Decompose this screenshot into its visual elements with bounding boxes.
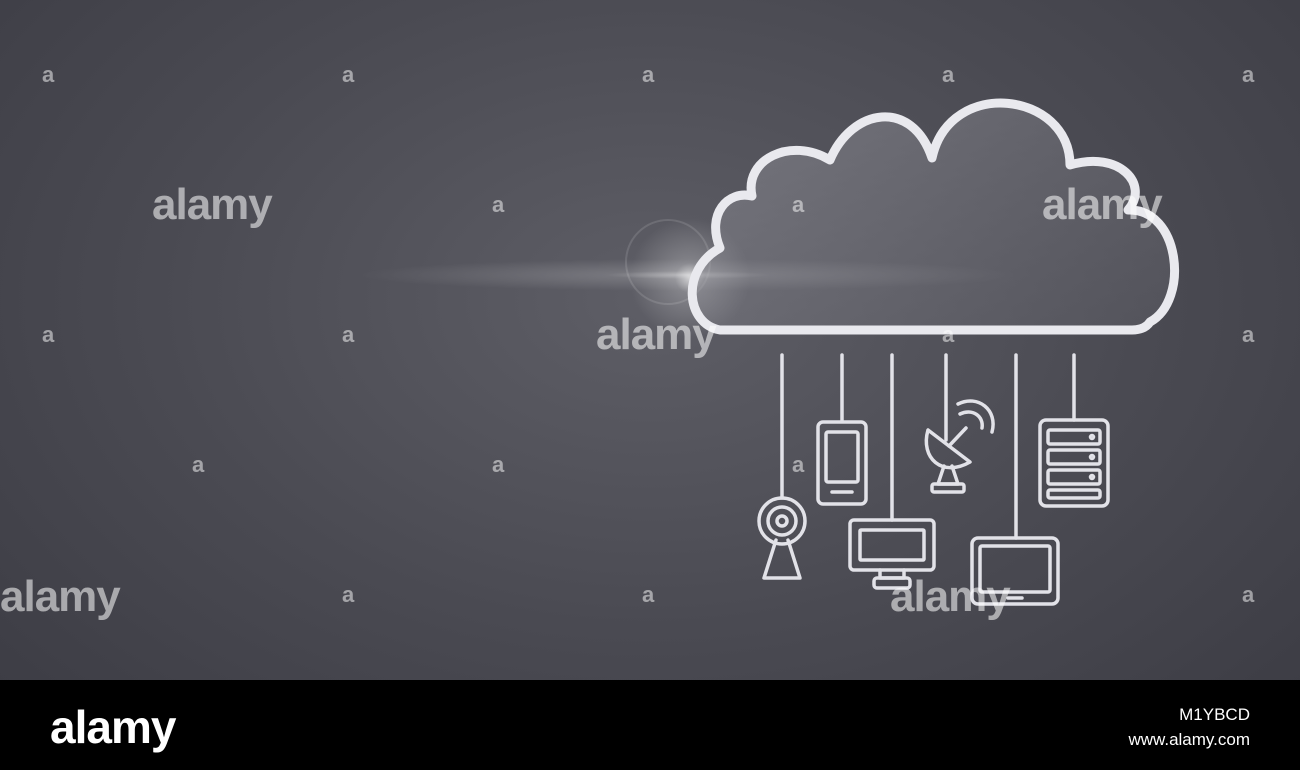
watermark-mark: a — [42, 62, 54, 87]
watermark-mark: a — [942, 322, 954, 347]
watermark-mark: a — [642, 582, 654, 607]
watermark-text: alamy — [596, 310, 717, 359]
watermark-mark: a — [942, 62, 954, 87]
stock-image: alamy alamy alamy alamy alamy a a a a a … — [0, 0, 1300, 680]
watermark-mark: a — [492, 192, 504, 217]
watermark-mark: a — [1242, 62, 1254, 87]
stock-footer-bar: alamy M1YBCD www.alamy.com — [0, 680, 1300, 770]
watermark-text: alamy — [1042, 180, 1163, 229]
cloud-icon — [687, 98, 1180, 335]
smartphone-icon — [816, 420, 868, 506]
site-url: www.alamy.com — [1128, 730, 1250, 749]
watermark-mark: a — [792, 192, 804, 217]
cloud-illustration — [358, 98, 1180, 606]
satellite-dish-icon — [924, 399, 995, 494]
tablet-icon — [970, 536, 1060, 606]
watermark-mark: a — [642, 62, 654, 87]
watermark-text: alamy — [890, 572, 1011, 621]
watermark-mark: a — [342, 322, 354, 347]
image-id: M1YBCD — [1179, 705, 1250, 724]
watermark-text: alamy — [152, 180, 273, 229]
watermark-mark: a — [492, 452, 504, 477]
watermark-mark: a — [1242, 322, 1254, 347]
antenna-tower-icon — [757, 496, 807, 580]
watermark-mark: a — [1242, 582, 1254, 607]
image-id-block: M1YBCD www.alamy.com — [1128, 702, 1250, 752]
watermark-text: alamy — [0, 572, 121, 621]
watermark-mark: a — [192, 452, 204, 477]
footer-logo: alamy — [50, 701, 176, 753]
watermark-mark: a — [342, 62, 354, 87]
watermark-mark: a — [42, 322, 54, 347]
desktop-monitor-icon — [848, 518, 936, 590]
server-icon — [1038, 418, 1110, 508]
watermark-mark: a — [342, 582, 354, 607]
watermark-mark: a — [792, 452, 804, 477]
